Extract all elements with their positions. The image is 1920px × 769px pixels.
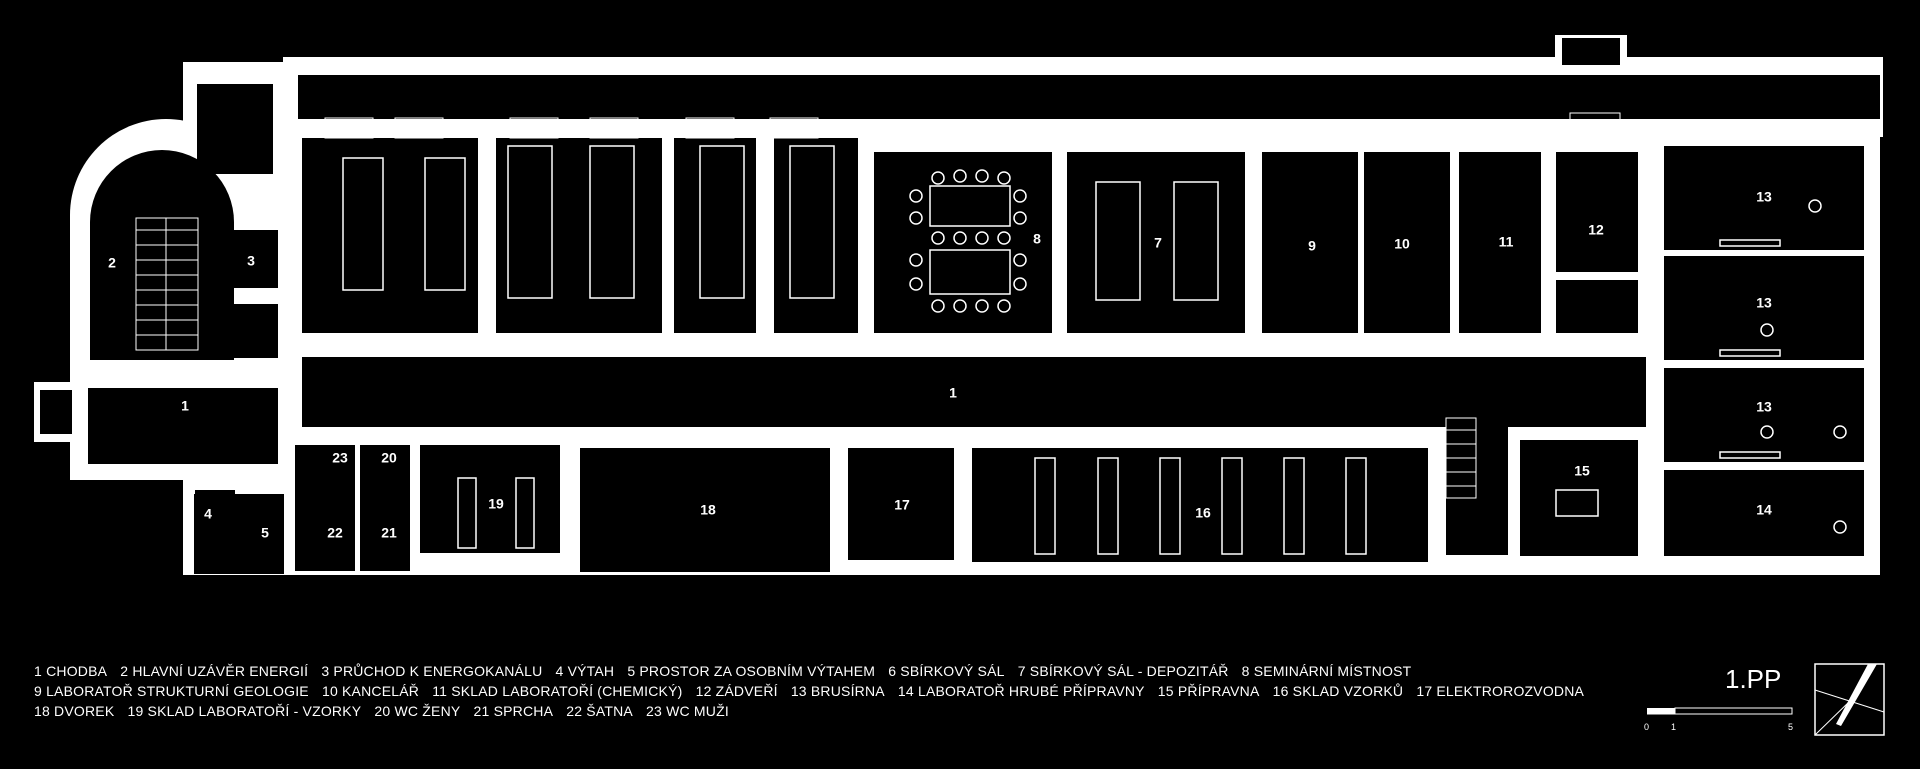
legend-entry: 8 SEMINÁRNÍ MÍSTNOST xyxy=(1241,663,1412,679)
legend-entry: 1 CHODBA xyxy=(34,663,108,679)
legend-entry: 15 PŘÍPRAVNA xyxy=(1157,683,1260,699)
legend-entry: 23 WC MUŽI xyxy=(646,703,729,719)
room-label-7: 7 xyxy=(762,226,770,242)
room-label-11: 11 xyxy=(1499,234,1514,250)
room-label-19: 19 xyxy=(488,496,504,512)
legend-entry: 18 DVOREK xyxy=(34,703,115,719)
legend-entry: 4 VÝTAH xyxy=(555,663,615,679)
room-label-13: 13 xyxy=(1756,399,1772,415)
legend-entry: 6 SBÍRKOVÝ SÁL xyxy=(888,663,1005,679)
room-label-15: 15 xyxy=(1574,463,1590,479)
room-labels: 1 1 2 3 4 5 6 7 7 8 9 10 11 12 13 13 13 … xyxy=(108,189,1772,541)
room-label-16: 16 xyxy=(1195,505,1211,521)
legend-entry: 13 BRUSÍRNA xyxy=(790,683,885,699)
legend-entry: 12 ZÁDVEŘÍ xyxy=(695,683,778,699)
room-label-8: 8 xyxy=(1033,231,1041,247)
room-label-22: 22 xyxy=(327,525,343,541)
windows xyxy=(324,112,1621,151)
scale-label-0: 0 xyxy=(1644,722,1650,732)
north-arrow-icon xyxy=(1814,663,1885,736)
legend-entry: 17 ELEKTROROZVODNA xyxy=(1416,683,1585,699)
room-label-18: 18 xyxy=(700,502,716,518)
room-label-20: 20 xyxy=(381,450,397,466)
legend-entry: 7 SBÍRKOVÝ SÁL - DEPOZITÁŘ xyxy=(1017,663,1229,679)
legend-entry: 5 PROSTOR ZA OSOBNÍM VÝTAHEM xyxy=(627,663,876,679)
room-label-10: 10 xyxy=(1394,236,1410,252)
legend-entry: 11 SKLAD LABORATOŘÍ (CHEMICKÝ) xyxy=(432,683,683,699)
legend-entry: 20 WC ŽENY xyxy=(374,703,461,719)
room-label-21: 21 xyxy=(381,525,397,541)
legend-entry: 9 LABORATOŘ STRUKTURNÍ GEOLOGIE xyxy=(34,683,309,699)
legend-entry: 3 PRŮCHOD K ENERGOKANÁLU xyxy=(321,663,543,679)
room-label-9: 9 xyxy=(1308,238,1316,254)
room-legend: 1 CHODBA 2 HLAVNÍ UZÁVĚR ENERGIÍ 3 PRŮCH… xyxy=(34,661,1604,721)
legend-entry: 16 SKLAD VZORKŮ xyxy=(1272,683,1404,699)
room-label-1: 1 xyxy=(181,398,189,414)
room-label-13: 13 xyxy=(1756,295,1772,311)
legend-entry: 10 KANCELÁŘ xyxy=(321,683,420,699)
room-label-4: 4 xyxy=(204,506,212,522)
legend-entry: 2 HLAVNÍ UZÁVĚR ENERGIÍ xyxy=(120,663,309,679)
scale-bar xyxy=(1647,707,1793,715)
room-label-23: 23 xyxy=(332,450,348,466)
legend-entry: 14 LABORATOŘ HRUBÉ PŘÍPRAVNY xyxy=(897,683,1145,699)
room-label-14: 14 xyxy=(1756,502,1772,518)
room-label-2: 2 xyxy=(108,255,116,271)
legend-entry: 21 SPRCHA xyxy=(473,703,554,719)
room-label-12: 12 xyxy=(1588,222,1604,238)
room-label-5: 5 xyxy=(261,525,269,541)
room-label-17: 17 xyxy=(894,497,910,513)
floor-level-label: 1.PP xyxy=(1725,664,1782,694)
stairs xyxy=(135,217,1477,499)
room-label-1: 1 xyxy=(949,385,957,401)
room-label-7: 7 xyxy=(1154,235,1162,251)
room-label-6: 6 xyxy=(484,226,492,242)
room-label-3: 3 xyxy=(247,253,255,269)
scale-label-1: 1 xyxy=(1671,722,1677,732)
legend-entry: 22 ŠATNA xyxy=(566,703,633,719)
scale-label-5: 5 xyxy=(1788,722,1794,732)
room-label-13: 13 xyxy=(1756,189,1772,205)
furniture xyxy=(342,145,1847,555)
legend-entry: 19 SKLAD LABORATOŘÍ - VZORKY xyxy=(127,703,362,719)
